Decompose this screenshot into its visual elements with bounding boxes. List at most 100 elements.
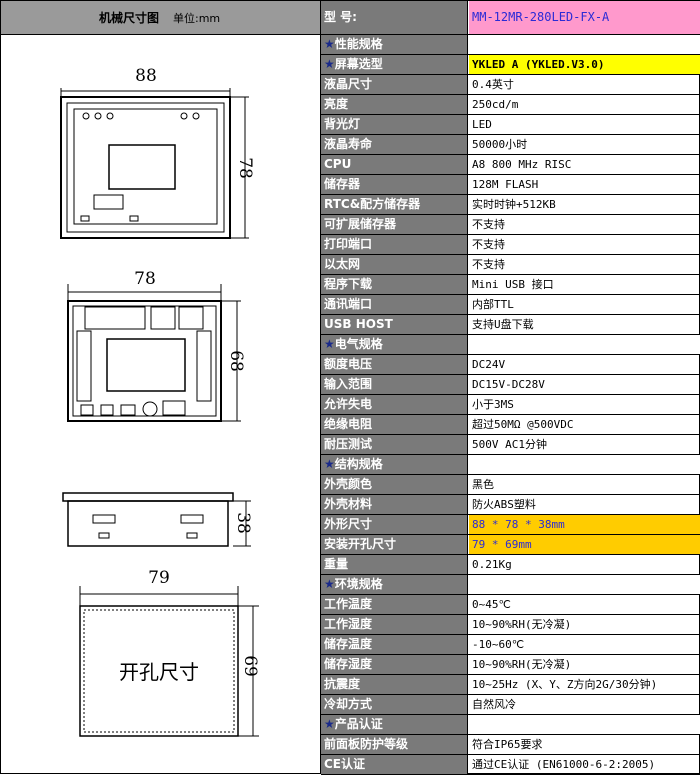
spec-label: 额度电压 xyxy=(321,355,468,374)
label-text: 产品认证 xyxy=(334,717,383,731)
spec-label: 储存器 xyxy=(321,175,468,194)
spec-value-text: 79 * 69mm xyxy=(472,538,532,551)
spec-value: 自然风冷 xyxy=(472,698,516,711)
spec-label: 储存湿度 xyxy=(321,655,468,674)
section-header-row: ★结构规格 xyxy=(321,455,700,475)
star-icon: ★ xyxy=(324,717,335,731)
section-title: ★产品认证 xyxy=(321,715,468,734)
spec-label: 安装开孔尺寸 xyxy=(321,535,468,554)
spec-label: 背光灯 xyxy=(321,115,468,134)
spec-label: 绝缘电阻 xyxy=(321,415,468,434)
spec-value: 不支持 xyxy=(472,258,505,271)
spec-value xyxy=(469,715,700,734)
label-text: 结构规格 xyxy=(334,457,383,471)
label-text: 屏幕选型 xyxy=(334,57,383,71)
spec-value-text: 88 * 78 * 38mm xyxy=(472,518,565,531)
spec-row: 允许失电小于3MS xyxy=(321,395,700,415)
cutout-view: 79 开孔尺寸 69 xyxy=(79,568,260,737)
spec-label: 允许失电 xyxy=(321,395,468,414)
front-width-label: 88 xyxy=(135,66,157,86)
spec-label: CPU xyxy=(321,155,468,174)
star-icon: ★ xyxy=(324,57,335,71)
cutout-caption: 开孔尺寸 xyxy=(119,660,199,684)
spec-value: Mini USB 接口 xyxy=(472,278,554,291)
spec-value: 实时时钟+512KB xyxy=(472,198,556,211)
spec-value: 0.21Kg xyxy=(472,558,512,571)
section-header-row: ★性能规格 xyxy=(321,35,700,55)
drawing-panel: 机械尺寸图 单位:mm 88 xyxy=(1,1,321,773)
spec-row: CPU A8 800 MHz RISC xyxy=(321,155,700,175)
spec-label: 输入范围 xyxy=(321,375,468,394)
spec-row: 储存器 128M FLASH xyxy=(321,175,700,195)
label-text: 电气规格 xyxy=(334,337,383,351)
drawing-header: 机械尺寸图 单位:mm xyxy=(1,1,320,35)
side-depth-label: 38 xyxy=(233,512,253,534)
spec-value xyxy=(469,335,700,354)
spec-value: 10~90%RH(无冷凝) xyxy=(472,658,572,671)
star-icon: ★ xyxy=(324,337,335,351)
spec-value: 128M FLASH xyxy=(472,178,539,191)
back-width-label: 78 xyxy=(134,269,156,289)
spec-value: 小于3MS xyxy=(472,398,514,411)
cutout-width-label: 79 xyxy=(148,568,170,588)
spec-row: 通讯端口内部TTL xyxy=(321,295,700,315)
spec-value: 50000小时 xyxy=(472,138,528,151)
section-header-row: ★产品认证 xyxy=(321,715,700,735)
spec-value: 不支持 xyxy=(472,238,505,251)
label-text: 性能规格 xyxy=(334,37,383,51)
spec-value: 黑色 xyxy=(472,478,494,491)
spec-label: 抗震度 xyxy=(321,675,468,694)
spec-row: 绝缘电阻超过50MΩ @500VDC xyxy=(321,415,700,435)
spec-label: 以太网 xyxy=(321,255,468,274)
side-view: 38 xyxy=(62,492,253,547)
spec-label: 通讯端口 xyxy=(321,295,468,314)
drawing-title: 机械尺寸图 xyxy=(99,11,160,25)
spec-label: 冷却方式 xyxy=(321,695,468,714)
spec-row: 储存温度-10~60℃ xyxy=(321,635,700,655)
spec-label: CE认证 xyxy=(321,755,468,774)
spec-label: 外壳材料 xyxy=(321,495,468,514)
section-title: ★性能规格 xyxy=(321,35,468,54)
spec-label: 重量 xyxy=(321,555,468,574)
spec-label: 可扩展储存器 xyxy=(321,215,468,234)
label-text: 环境规格 xyxy=(334,577,383,591)
spec-value: 500V AC1分钟 xyxy=(472,438,547,451)
star-icon: ★ xyxy=(324,577,335,591)
spec-value: A8 800 MHz RISC xyxy=(472,158,572,171)
spec-value: 支持U盘下载 xyxy=(472,318,534,331)
spec-label: 工作湿度 xyxy=(321,615,468,634)
spec-row: 重量 0.21Kg xyxy=(321,555,700,575)
dimension-drawings: 88 78 xyxy=(60,66,260,737)
spec-value: 内部TTL xyxy=(472,298,514,311)
unit-label: 单位:mm xyxy=(173,11,221,25)
spec-value xyxy=(469,35,700,54)
spec-label: RTC&配方储存器 xyxy=(321,195,468,214)
spec-row: RTC&配方储存器实时时钟+512KB xyxy=(321,195,700,215)
front-view: 88 78 xyxy=(60,66,255,239)
spec-row: 以太网不支持 xyxy=(321,255,700,275)
star-icon: ★ xyxy=(324,37,335,51)
spec-row: CE认证通过CE认证 (EN61000-6-2:2005) xyxy=(321,755,700,775)
star-icon: ★ xyxy=(324,457,335,471)
front-height-label: 78 xyxy=(235,157,255,179)
section-title: ★结构规格 xyxy=(321,455,468,474)
spec-value: 79 * 69mm xyxy=(469,535,700,554)
spec-value: 0~45℃ xyxy=(472,598,511,611)
cutout-height-label: 69 xyxy=(240,655,260,677)
spec-row: 外壳颜色黑色 xyxy=(321,475,700,495)
spec-value xyxy=(469,455,700,474)
spec-value: DC15V-DC28V xyxy=(472,378,545,391)
spec-row: 前面板防护等级符合IP65要求 xyxy=(321,735,700,755)
